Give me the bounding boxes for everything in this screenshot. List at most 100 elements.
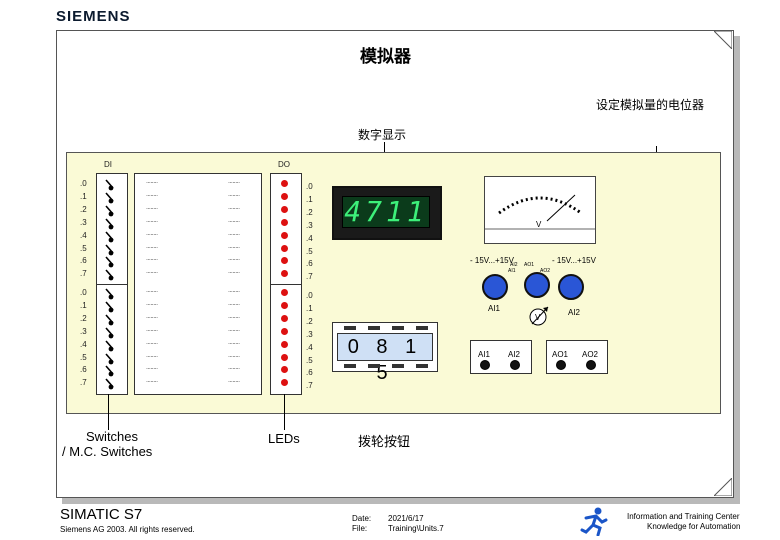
thumbwheel-bottom-key[interactable]	[392, 364, 404, 368]
potentiometer-note: 设定模拟量的电位器	[596, 98, 705, 112]
thumbwheel-bottom-key[interactable]	[416, 364, 428, 368]
do-label-placeholder: ........	[228, 312, 240, 320]
do-bit-label: .1	[306, 303, 313, 313]
di-switch[interactable]	[104, 178, 114, 191]
di-switch[interactable]	[104, 230, 114, 242]
di-bit-label: .6	[80, 365, 87, 375]
di-label-placeholder: ........	[146, 190, 158, 198]
file-value: Training\Units.7	[388, 524, 444, 533]
di-switch[interactable]	[104, 352, 114, 364]
leds-leader	[284, 394, 285, 430]
di-bit-label: .2	[80, 313, 87, 323]
do-label-placeholder: ........	[228, 216, 240, 224]
di-bit-label: .3	[80, 217, 87, 227]
di-bit-label: .1	[80, 191, 87, 201]
terminal-box-outputs	[546, 340, 608, 374]
file-label: File:	[352, 524, 368, 533]
do-bit-label: .6	[306, 368, 313, 378]
thumbwheel-bottom-key[interactable]	[344, 364, 356, 368]
di-label-placeholder: ........	[146, 299, 158, 307]
di-switch[interactable]	[104, 287, 114, 300]
di-switch[interactable]	[104, 191, 114, 204]
do-label-placeholder: ........	[228, 351, 240, 359]
di-bit-label: .3	[80, 326, 87, 336]
di-switch[interactable]	[104, 268, 114, 281]
do-label-placeholder: ........	[228, 242, 240, 250]
runner-logo-icon	[580, 507, 608, 536]
range-ai1: - 15V...+15V	[470, 256, 514, 265]
do-header: DO	[278, 160, 290, 169]
di-strip-divider	[96, 284, 128, 285]
di-label-placeholder: ........	[146, 203, 158, 211]
do-led	[281, 244, 288, 252]
di-switch[interactable]	[104, 364, 114, 377]
do-bit-label: .2	[306, 316, 313, 326]
center-name: Information and Training Center	[627, 512, 740, 521]
do-bit-label: .0	[306, 182, 313, 191]
do-led	[281, 366, 288, 374]
terminal-label-ai1: AI1	[478, 350, 491, 359]
thumbwheel-value: 0 8 1 5	[337, 333, 433, 384]
thumbwheel-top-key[interactable]	[344, 326, 356, 330]
corner-fold-bottom-icon	[714, 478, 732, 496]
terminal-ao1[interactable]	[556, 360, 566, 370]
do-label-placeholder: ........	[228, 299, 240, 307]
di-label-placeholder: ........	[146, 216, 158, 224]
do-bit-label: .2	[306, 207, 313, 217]
di-bit-label: .5	[80, 243, 87, 253]
terminal-ao2[interactable]	[586, 360, 596, 370]
center-tagline: Knowledge for Automation	[647, 522, 741, 531]
ai2-potentiometer-knob[interactable]	[558, 274, 584, 300]
do-label-placeholder: ........	[228, 268, 240, 276]
di-bit-label: .7	[80, 378, 87, 388]
di-label-placeholder: ........	[146, 287, 158, 294]
do-bit-label: .7	[306, 381, 313, 391]
do-label-placeholder: ........	[228, 255, 240, 263]
di-switch[interactable]	[104, 243, 114, 255]
di-switch[interactable]	[104, 255, 114, 268]
di-bit-label: .1	[80, 300, 87, 310]
ai1-knob-label: AI1	[488, 304, 501, 313]
do-led	[281, 180, 288, 187]
do-strip-divider	[270, 284, 302, 285]
do-bit-label: .5	[306, 355, 313, 365]
di-label-placeholder: ........	[146, 268, 158, 276]
di-label-placeholder: ........	[146, 178, 158, 185]
di-switch[interactable]	[104, 217, 114, 230]
ai1-potentiometer-knob[interactable]	[482, 274, 508, 300]
do-bit-label: .1	[306, 194, 313, 204]
do-label-placeholder: ........	[228, 229, 240, 237]
di-bit-label: .4	[80, 339, 87, 349]
di-switch[interactable]	[104, 313, 114, 326]
ai2-knob-label: AI2	[568, 308, 581, 317]
do-bit-label: .3	[306, 220, 313, 230]
do-led	[281, 353, 288, 361]
switches-caption-line2: / M.C. Switches	[62, 444, 153, 459]
terminal-ai1[interactable]	[480, 360, 490, 370]
meter-selector-knob[interactable]	[524, 272, 550, 298]
do-led	[281, 270, 288, 278]
di-switch[interactable]	[104, 339, 114, 351]
di-label-placeholder: ........	[146, 351, 158, 359]
label-strip	[134, 173, 262, 395]
di-switch[interactable]	[104, 300, 114, 313]
di-switch[interactable]	[104, 377, 114, 390]
di-label-placeholder: ........	[146, 255, 158, 263]
di-label-placeholder: ........	[146, 364, 158, 372]
do-label-placeholder: ........	[228, 364, 240, 372]
meter-v-label: V	[536, 220, 542, 229]
di-switch[interactable]	[104, 326, 114, 339]
di-bit-label: .6	[80, 256, 87, 266]
thumbwheel-top-key[interactable]	[392, 326, 404, 330]
terminal-label-ai2: AI2	[508, 350, 521, 359]
thumbwheel-bottom-key[interactable]	[368, 364, 380, 368]
di-switch[interactable]	[104, 204, 114, 217]
range-ai2: - 15V...+15V	[552, 256, 596, 265]
thumbwheel-top-key[interactable]	[368, 326, 380, 330]
digital-display-value: 4711	[342, 196, 430, 228]
di-bit-label: .5	[80, 352, 87, 362]
thumbwheel-caption: 拨轮按钮	[358, 434, 411, 449]
thumbwheel-switch[interactable]: 0 8 1 5	[332, 322, 438, 384]
terminal-ai2[interactable]	[510, 360, 520, 370]
thumbwheel-top-key[interactable]	[416, 326, 428, 330]
